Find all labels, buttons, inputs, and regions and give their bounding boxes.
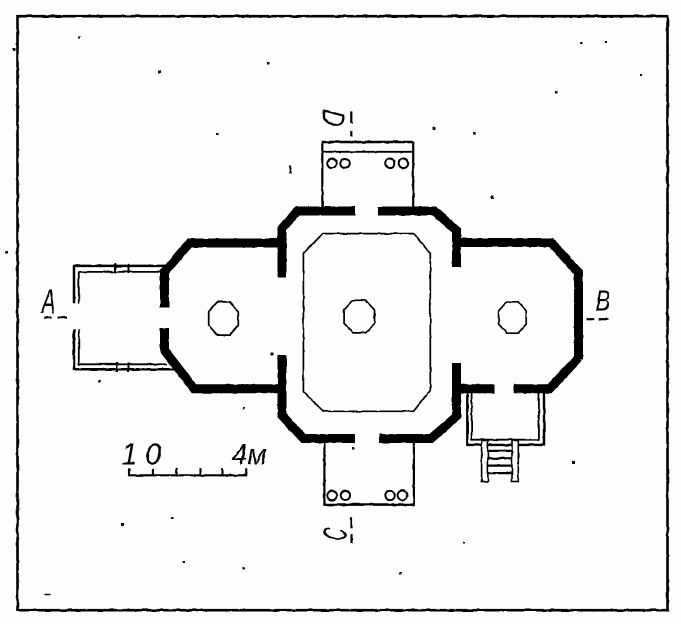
svg-text:B: B [596, 286, 611, 317]
svg-text:A: A [40, 282, 56, 320]
svg-text:C: C [316, 526, 355, 542]
svg-text:D: D [315, 108, 352, 129]
svg-text:4м: 4м [232, 439, 267, 472]
svg-text:1 0: 1 0 [122, 437, 162, 471]
